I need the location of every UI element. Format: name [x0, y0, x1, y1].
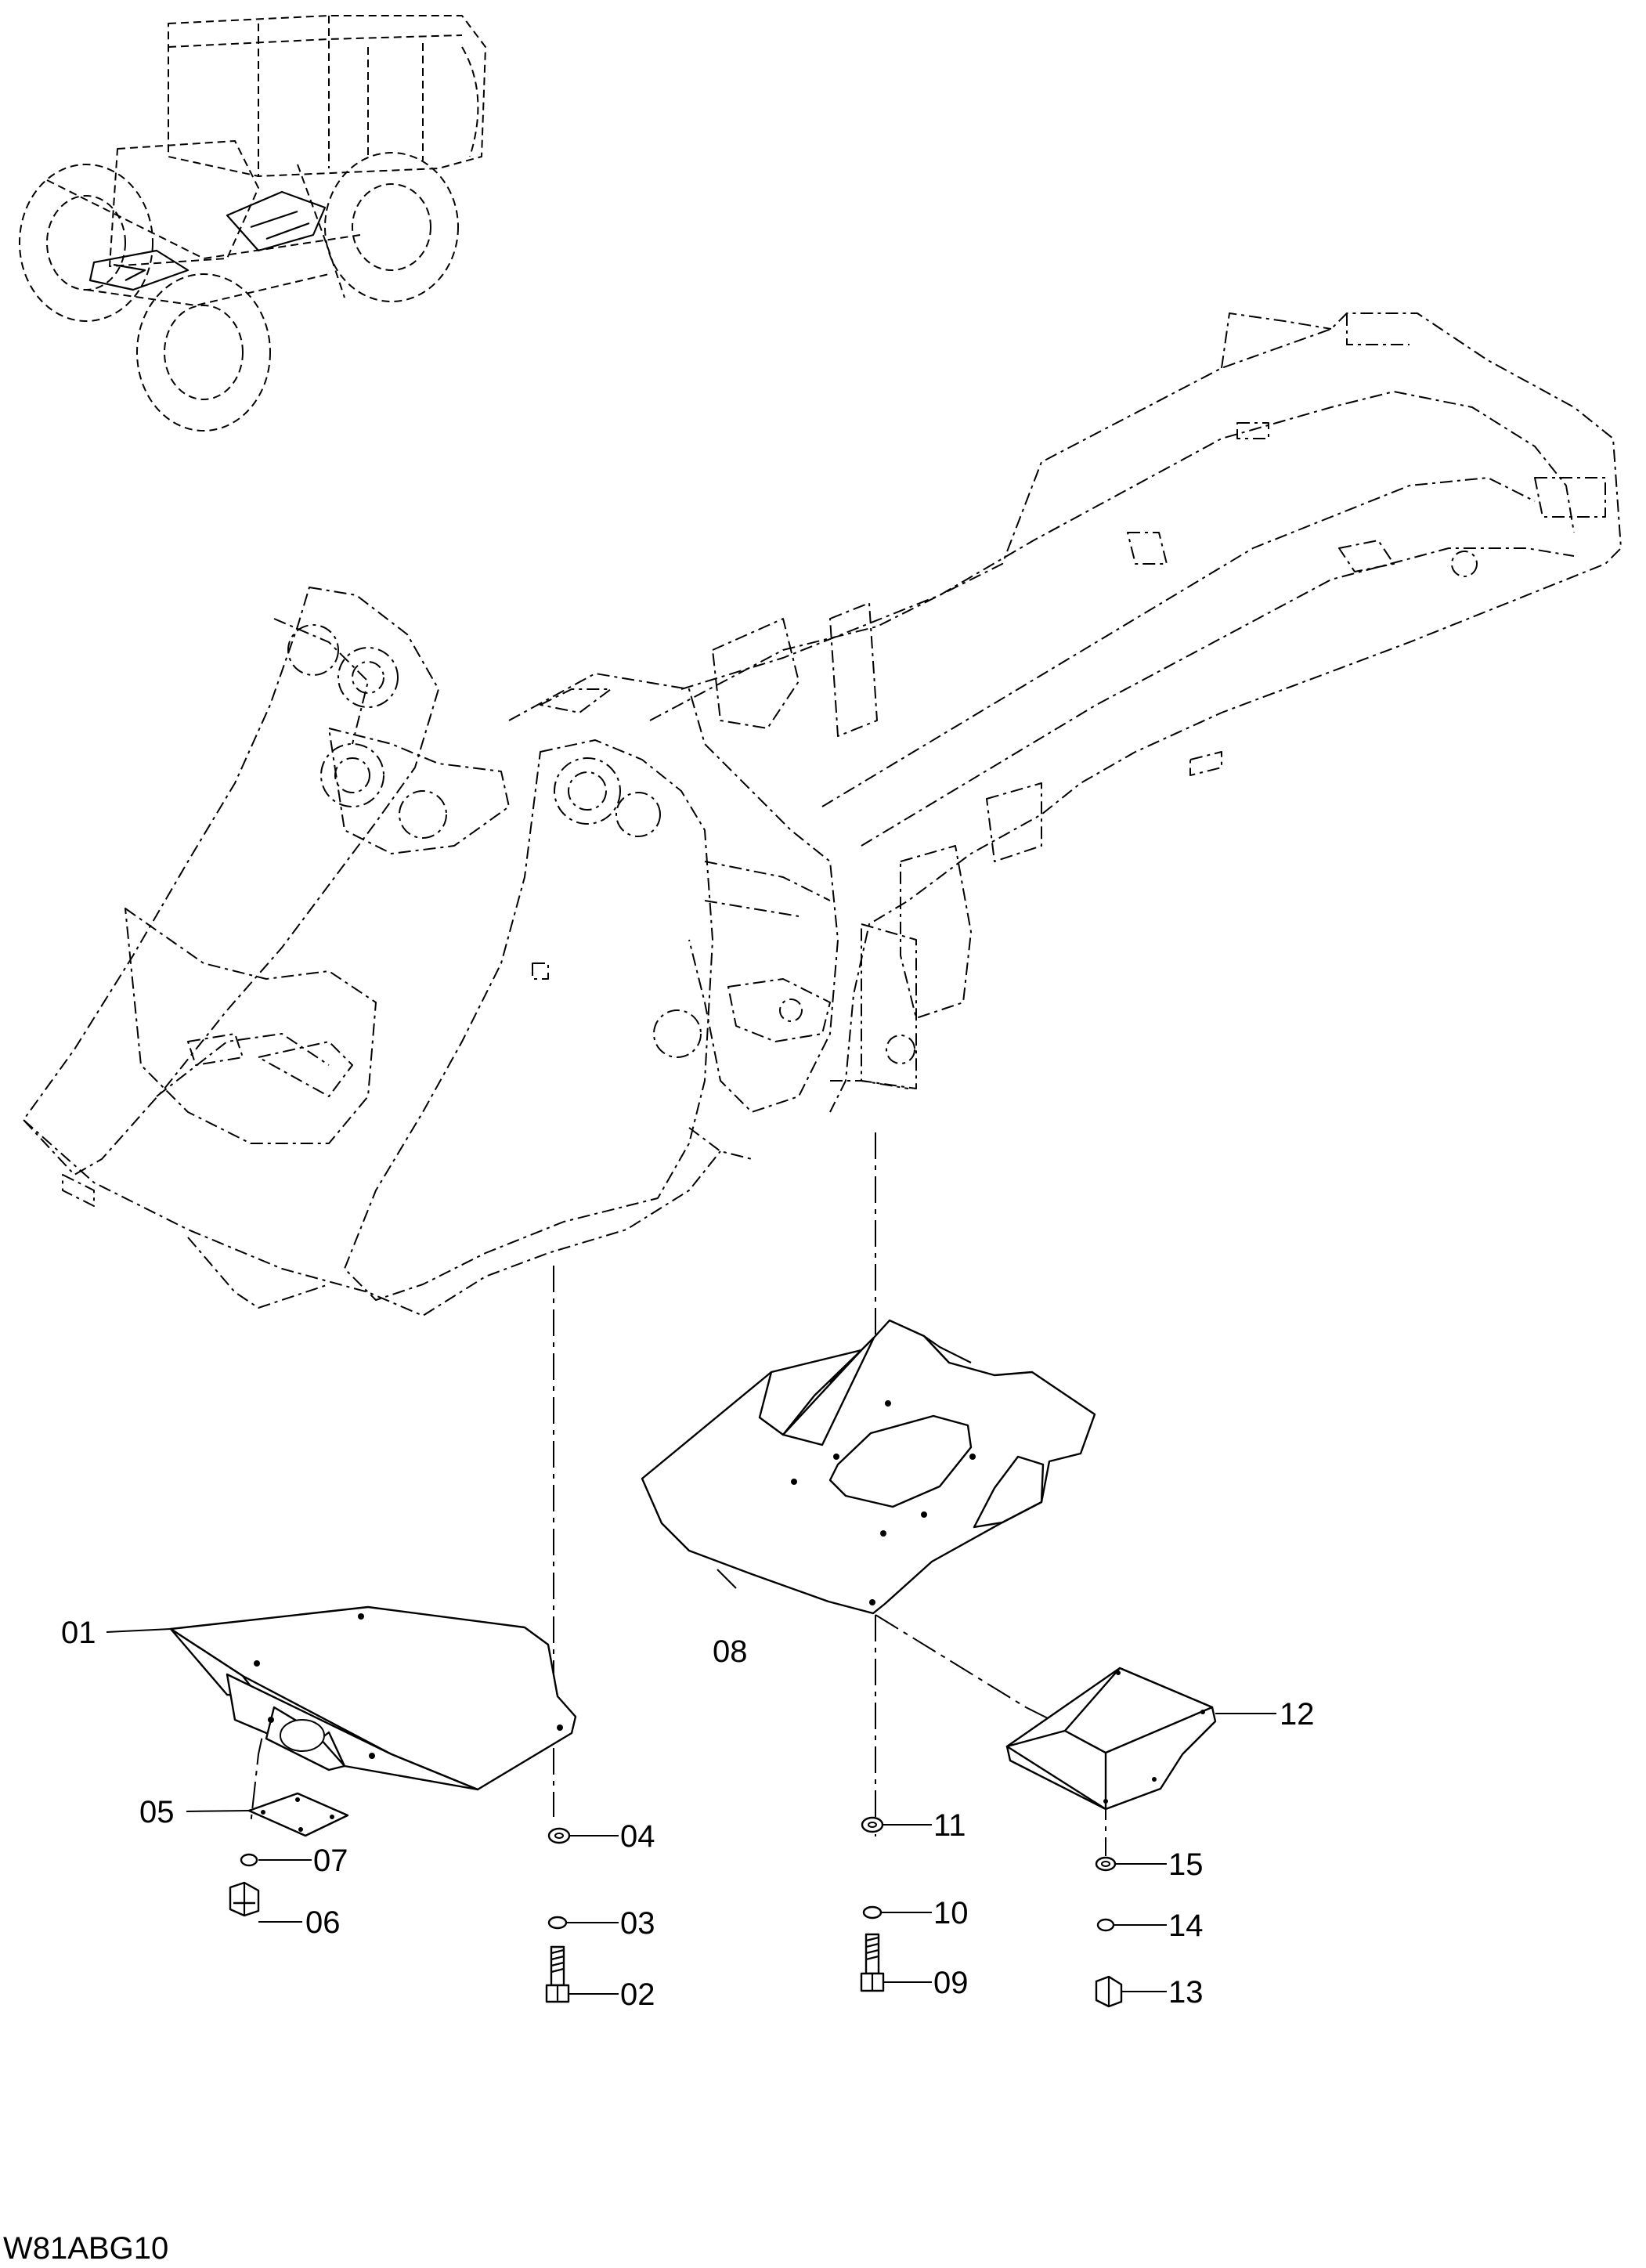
bolt-02	[545, 1945, 570, 2003]
callout-01[interactable]: 01	[61, 1616, 96, 1650]
callout-09[interactable]: 09	[933, 1966, 969, 2000]
part-12-guard	[1005, 1667, 1217, 1811]
part-05-plate	[247, 1792, 349, 1837]
leader-lines	[106, 1569, 1276, 1995]
callout-13[interactable]: 13	[1168, 1975, 1204, 2010]
main-frame	[23, 312, 1622, 1316]
part-01-guard	[169, 1605, 577, 1791]
callout-05[interactable]: 05	[139, 1795, 175, 1829]
callout-07[interactable]: 07	[313, 1844, 348, 1878]
bolt-09	[860, 1933, 885, 1992]
callout-14[interactable]: 14	[1168, 1909, 1204, 1943]
callout-04[interactable]: 04	[620, 1819, 655, 1854]
callout-15[interactable]: 15	[1168, 1847, 1204, 1882]
lock-washer-10	[862, 1905, 883, 1919]
diagram-code: W81ABG10	[3, 2231, 168, 2266]
callout-labels: 01 02 03 04 05 06 07 08 09 10 11 12 13 1…	[61, 1616, 1315, 2012]
callout-08[interactable]: 08	[713, 1634, 748, 1669]
lock-washer-07	[240, 1853, 258, 1867]
callout-12[interactable]: 12	[1280, 1697, 1315, 1732]
callout-02[interactable]: 02	[620, 1977, 655, 2012]
lock-washer-14	[1096, 1918, 1115, 1932]
machine-thumbnail	[19, 15, 486, 432]
fasteners	[229, 1816, 1123, 2008]
callout-11[interactable]: 11	[933, 1808, 966, 1843]
bolt-06	[229, 1881, 260, 1917]
lock-washer-03	[547, 1916, 568, 1930]
callout-03[interactable]: 03	[620, 1906, 655, 1941]
callout-06[interactable]: 06	[305, 1905, 341, 1940]
callout-10[interactable]: 10	[933, 1896, 969, 1930]
bolt-13	[1095, 1975, 1123, 2008]
part-08-guard	[641, 1319, 1096, 1615]
